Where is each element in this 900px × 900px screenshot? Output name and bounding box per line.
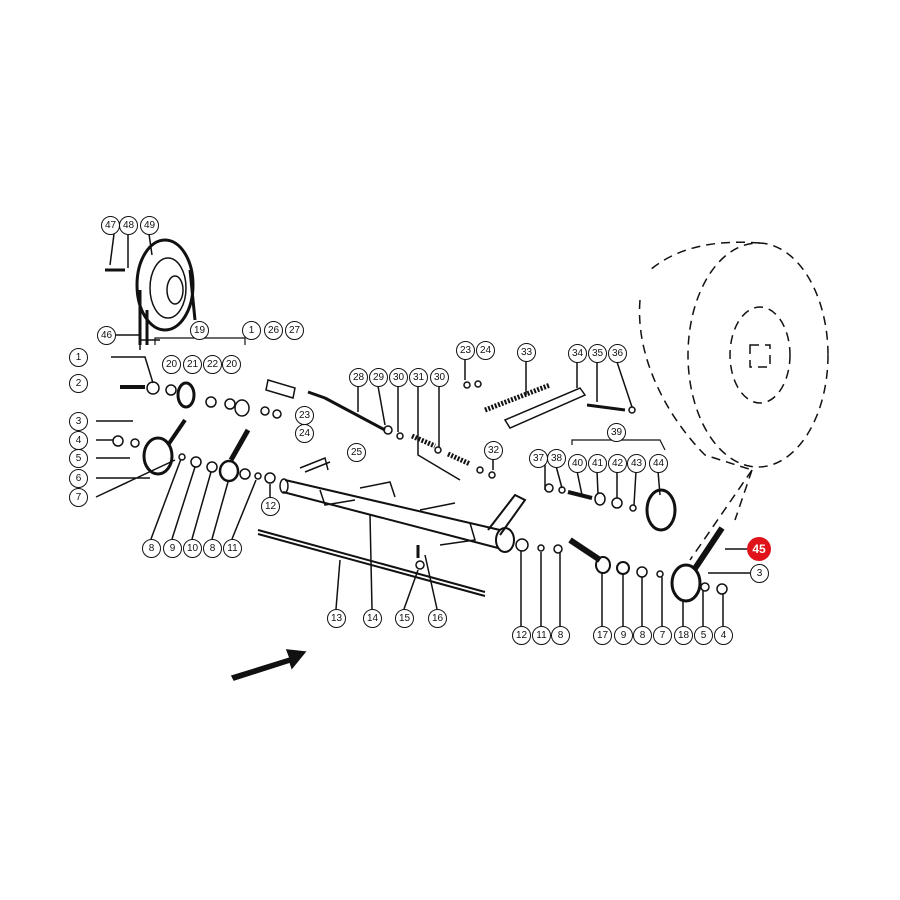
callout-3: 3 xyxy=(750,564,769,583)
callout-29: 29 xyxy=(369,368,388,387)
main-axle-tube xyxy=(257,478,527,610)
callout-30: 30 xyxy=(389,368,408,387)
callout-4: 4 xyxy=(69,431,88,450)
callout-15: 15 xyxy=(395,609,414,628)
callout-3: 3 xyxy=(69,412,88,431)
callout-9: 9 xyxy=(614,626,633,645)
callout-42: 42 xyxy=(608,454,627,473)
callout-20: 20 xyxy=(162,355,181,374)
callout-23: 23 xyxy=(295,406,314,425)
callout-37: 37 xyxy=(529,449,548,468)
callout-41: 41 xyxy=(588,454,607,473)
callout-1: 1 xyxy=(242,321,261,340)
callout-9: 9 xyxy=(163,539,182,558)
callout-45-highlighted: 45 xyxy=(747,537,771,561)
callout-33: 33 xyxy=(517,343,536,362)
callout-40: 40 xyxy=(568,454,587,473)
callout-1: 1 xyxy=(69,348,88,367)
callout-5: 5 xyxy=(694,626,713,645)
callout-11: 11 xyxy=(223,539,242,558)
callout-4: 4 xyxy=(714,626,733,645)
callout-24: 24 xyxy=(476,341,495,360)
callout-18: 18 xyxy=(674,626,693,645)
callout-21: 21 xyxy=(183,355,202,374)
direction-arrow xyxy=(230,649,307,681)
callout-16: 16 xyxy=(428,609,447,628)
tie-rod-group xyxy=(260,379,496,481)
drum-outline xyxy=(638,241,829,561)
callout-47: 47 xyxy=(101,216,120,235)
callout-31: 31 xyxy=(409,368,428,387)
callout-39: 39 xyxy=(607,423,626,442)
callout-48: 48 xyxy=(119,216,138,235)
callout-49: 49 xyxy=(140,216,159,235)
callout-26: 26 xyxy=(264,321,283,340)
callout-43: 43 xyxy=(627,454,646,473)
callout-34: 34 xyxy=(568,344,587,363)
callout-12: 12 xyxy=(261,497,280,516)
callout-25: 25 xyxy=(347,443,366,462)
upper-pulley-belt xyxy=(105,233,197,345)
callout-46: 46 xyxy=(97,326,116,345)
spring-arm-group xyxy=(463,359,636,470)
callout-7: 7 xyxy=(69,488,88,507)
callout-8: 8 xyxy=(633,626,652,645)
callout-19: 19 xyxy=(190,321,209,340)
callout-5: 5 xyxy=(69,449,88,468)
callout-35: 35 xyxy=(588,344,607,363)
callout-17: 17 xyxy=(593,626,612,645)
callout-36: 36 xyxy=(608,344,627,363)
callout-8: 8 xyxy=(142,539,161,558)
callout-10: 10 xyxy=(183,539,202,558)
callout-30: 30 xyxy=(430,368,449,387)
callout-20: 20 xyxy=(222,355,241,374)
callout-28: 28 xyxy=(349,368,368,387)
callout-12: 12 xyxy=(512,626,531,645)
callout-11: 11 xyxy=(532,626,551,645)
callout-23: 23 xyxy=(456,341,475,360)
right-pulley-group xyxy=(515,439,750,626)
callout-14: 14 xyxy=(363,609,382,628)
callout-44: 44 xyxy=(649,454,668,473)
callout-22: 22 xyxy=(203,355,222,374)
callout-32: 32 xyxy=(484,441,503,460)
callout-27: 27 xyxy=(285,321,304,340)
callout-6: 6 xyxy=(69,469,88,488)
callout-8: 8 xyxy=(203,539,222,558)
callout-7: 7 xyxy=(653,626,672,645)
callout-38: 38 xyxy=(547,449,566,468)
callout-24: 24 xyxy=(295,424,314,443)
callout-2: 2 xyxy=(69,374,88,393)
callout-13: 13 xyxy=(327,609,346,628)
callout-8: 8 xyxy=(551,626,570,645)
